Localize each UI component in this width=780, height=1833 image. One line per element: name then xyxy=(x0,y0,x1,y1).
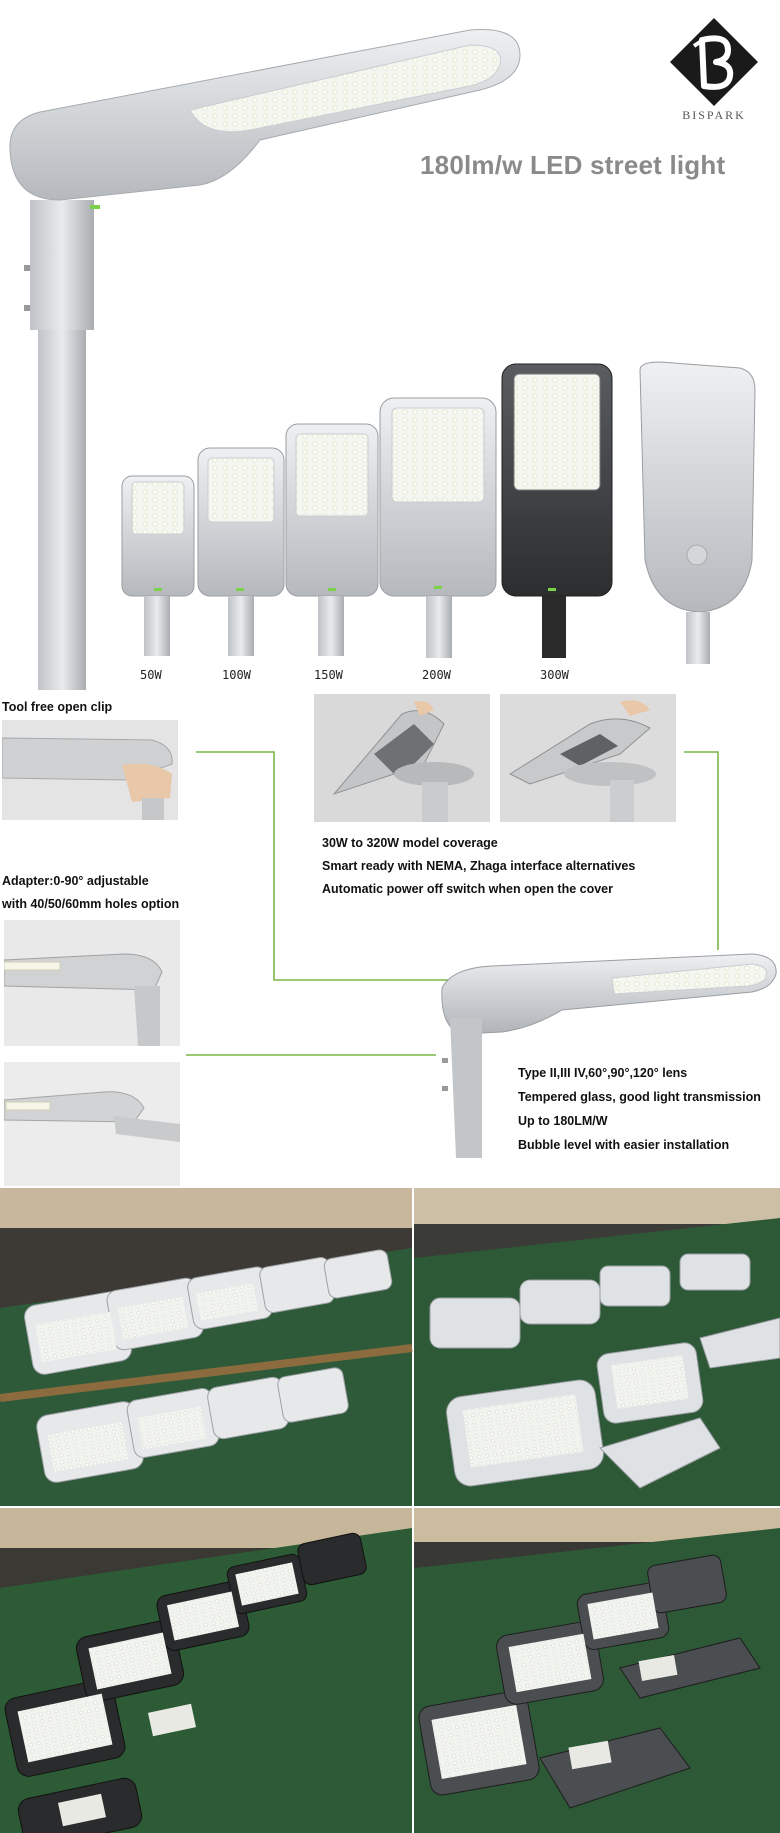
photo-tool-free-clip xyxy=(2,720,178,820)
adapter-line-2: with 40/50/60mm holes option xyxy=(2,897,180,911)
photo-adapter-angle-2 xyxy=(4,1062,180,1186)
adapter-line-1: Adapter:0-90° adjustable xyxy=(2,874,149,888)
factory-photo-3 xyxy=(0,1508,412,1833)
cover-feature-3: Automatic power off switch when open the… xyxy=(322,882,614,896)
lens-feature-2: Tempered glass, good light transmission xyxy=(518,1090,761,1104)
hero-street-light-illustration xyxy=(9,29,756,690)
lens-feature-4: Bubble level with easier installation xyxy=(518,1138,730,1152)
factory-photo-4 xyxy=(414,1508,780,1833)
lens-feature-1: Type II,III IV,60°,90°,120° lens xyxy=(518,1066,688,1080)
factory-photo-1 xyxy=(0,1188,413,1506)
photo-bubble-level-light xyxy=(441,953,777,1158)
photo-adapter-angle-1 xyxy=(4,920,180,1046)
brand-name: BISPARK xyxy=(682,108,746,122)
photo-open-cover-2 xyxy=(500,694,676,822)
bispark-logo xyxy=(670,18,758,106)
cover-feature-2: Smart ready with NEMA, Zhaga interface a… xyxy=(322,859,636,873)
lineup-label-50w: 50W xyxy=(140,668,162,682)
cover-feature-1: 30W to 320W model coverage xyxy=(322,836,498,850)
feature-clip-title: Tool free open clip xyxy=(2,700,113,714)
factory-photo-grid xyxy=(0,1188,780,1833)
lens-feature-3: Up to 180LM/W xyxy=(518,1114,608,1128)
hero-title: 180lm/w LED street light xyxy=(420,150,726,180)
feature-connector-lines xyxy=(186,751,719,1056)
lineup-label-200w: 200W xyxy=(422,668,451,682)
factory-photo-2 xyxy=(414,1188,780,1506)
lineup-label-150w: 150W xyxy=(314,668,343,682)
lineup-label-300w: 300W xyxy=(540,668,569,682)
lineup-label-100w: 100W xyxy=(222,668,251,682)
photo-open-cover-1 xyxy=(314,694,490,822)
